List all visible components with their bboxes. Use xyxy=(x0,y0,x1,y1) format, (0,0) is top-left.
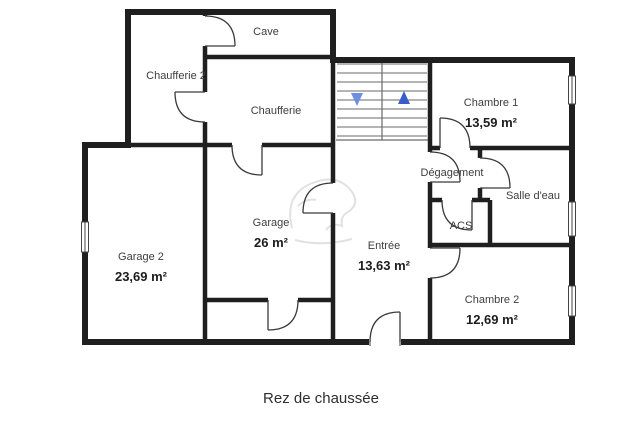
room-label-salle-deau: Salle d'eau xyxy=(506,189,560,203)
room-label-chaufferie-2: Chaufferie 2 xyxy=(146,69,206,83)
room-label-chambre-1: Chambre 1 13,59 m² xyxy=(464,96,518,130)
room-name: Entrée xyxy=(367,240,401,252)
room-label-acs: ACS xyxy=(450,219,473,233)
room-area: 23,69 m² xyxy=(114,269,168,284)
window-garage-2 xyxy=(79,221,91,253)
room-label-garage: Garage 26 m² xyxy=(253,216,290,250)
room-name: Cave xyxy=(253,26,279,38)
door-arcs xyxy=(174,15,511,343)
interior-walls xyxy=(128,12,572,342)
staircase xyxy=(336,63,428,141)
room-label-chambre-2: Chambre 2 12,69 m² xyxy=(465,293,519,327)
room-name: ACS xyxy=(449,220,473,232)
stairs-up-arrow-icon xyxy=(398,91,410,104)
exterior-walls xyxy=(82,9,575,345)
room-name: Chaufferie 2 xyxy=(146,70,206,82)
room-area: 12,69 m² xyxy=(465,312,519,327)
room-name: Chaufferie xyxy=(250,105,302,117)
window-chambre-2 xyxy=(566,285,578,317)
entrance-opening xyxy=(369,337,401,347)
floor-caption: Rez de chaussée xyxy=(263,390,379,407)
room-area: 26 m² xyxy=(254,235,288,250)
watermark-graphic xyxy=(289,178,357,245)
room-label-entree: Entrée 13,63 m² xyxy=(358,239,410,273)
room-area: 13,63 m² xyxy=(357,258,411,273)
room-area: 13,59 m² xyxy=(464,115,518,130)
window-chambre-1 xyxy=(566,75,578,105)
room-label-garage-2: Garage 2 23,69 m² xyxy=(115,250,167,284)
door-leaves xyxy=(175,45,510,342)
room-name: Dégagement xyxy=(420,167,484,179)
room-label-cave: Cave xyxy=(253,25,279,39)
room-label-degagement: Dégagement xyxy=(421,166,484,180)
room-label-chaufferie: Chaufferie xyxy=(251,104,302,118)
room-name: Chambre 1 xyxy=(463,97,519,109)
room-name: Garage xyxy=(252,217,290,229)
windows xyxy=(79,75,578,317)
window-salle-deau xyxy=(566,201,578,237)
room-name: Chambre 2 xyxy=(464,294,520,306)
room-name: Salle d'eau xyxy=(505,190,561,202)
room-name: Garage 2 xyxy=(118,251,164,263)
stairs-down-arrow-icon xyxy=(351,93,363,106)
